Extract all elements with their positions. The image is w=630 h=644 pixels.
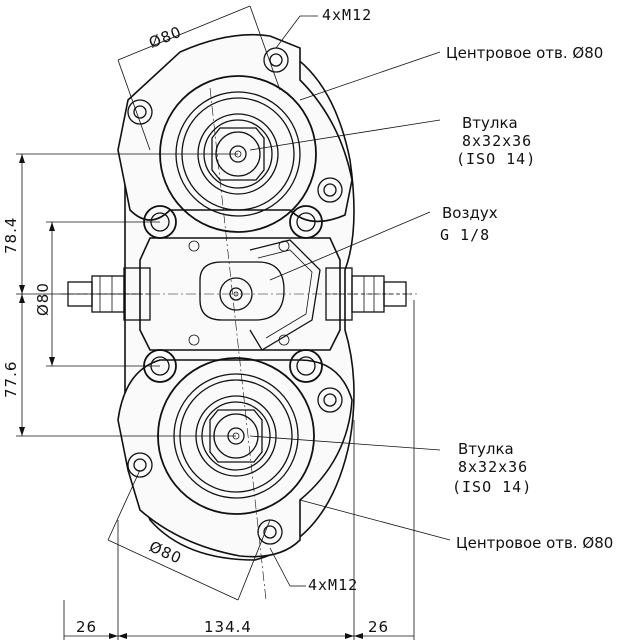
diameter-label-left: Ø80 [34, 282, 52, 316]
bolt-label-top: 4xM12 [322, 6, 372, 24]
leader-lines [249, 15, 451, 587]
dimension-lines [16, 5, 415, 640]
bolt-label-bottom: 4xM12 [308, 576, 358, 594]
center-hole-label-top: Центровое отв. Ø80 [446, 44, 603, 62]
bushing-label-top-std: (ISO 14) [456, 150, 536, 168]
bushing-label-bottom-std: (ISO 14) [452, 478, 532, 496]
dimension-left-width: 26 [76, 618, 97, 636]
bushing-label-top-spec: 8x32x36 [462, 132, 532, 150]
dimension-center-width: 134.4 [204, 618, 252, 636]
dimension-upper-vertical: 78.4 [2, 217, 20, 254]
diameter-label-top: Ø80 [146, 23, 184, 52]
dimension-right-width: 26 [368, 618, 389, 636]
center-hole-label-bottom: Центровое отв. Ø80 [456, 534, 613, 552]
bushing-label-bottom-title: Втулка [458, 440, 514, 458]
air-label-title: Воздух [442, 204, 498, 222]
bushing-label-top-title: Втулка [462, 114, 518, 132]
air-label-spec: G 1/8 [440, 226, 490, 244]
bushing-label-bottom-spec: 8x32x36 [458, 458, 528, 476]
dimension-lower-vertical: 77.6 [2, 361, 20, 398]
